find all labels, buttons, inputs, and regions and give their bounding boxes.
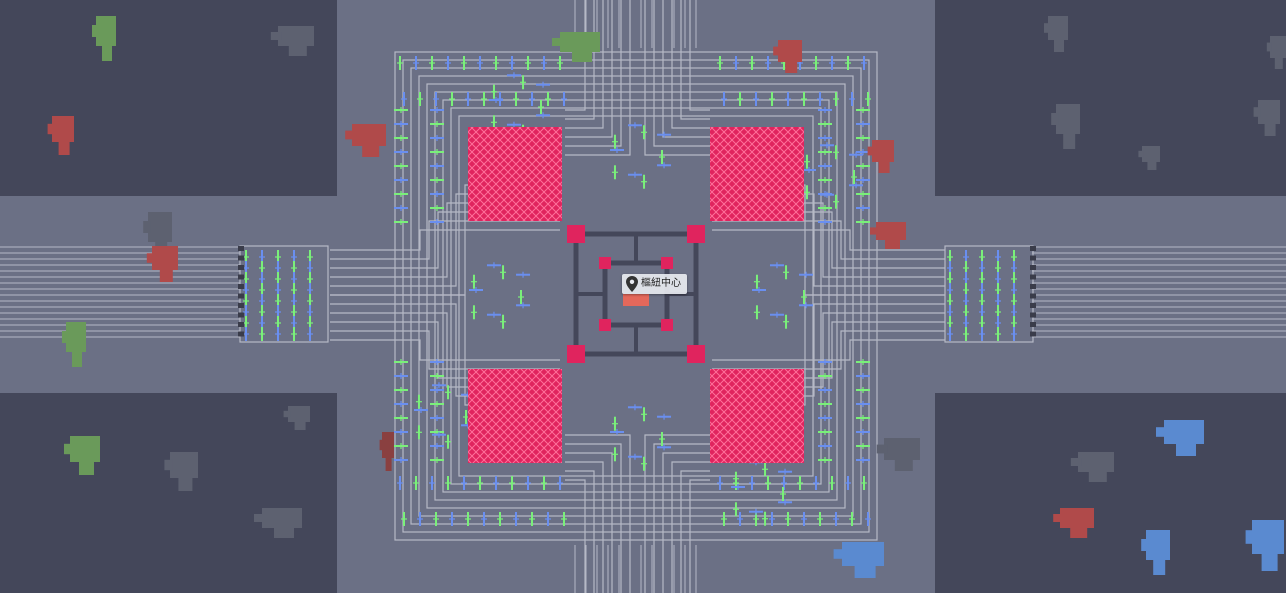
hatched-blocks [468, 127, 804, 463]
location-marker[interactable]: 樞紐中心 [622, 274, 687, 294]
hatched-block-bottom-right [710, 369, 804, 463]
map-pin-icon [626, 276, 638, 292]
hatched-block-top-right [710, 127, 804, 221]
hatched-block-top-left [468, 127, 562, 221]
location-marker-label: 樞紐中心 [641, 278, 681, 289]
pixel-debris [47, 16, 1286, 578]
hatched-block-bottom-left [468, 369, 562, 463]
circuit-traces [239, 0, 1034, 593]
core-frame [567, 225, 705, 363]
marker-base [623, 294, 649, 306]
